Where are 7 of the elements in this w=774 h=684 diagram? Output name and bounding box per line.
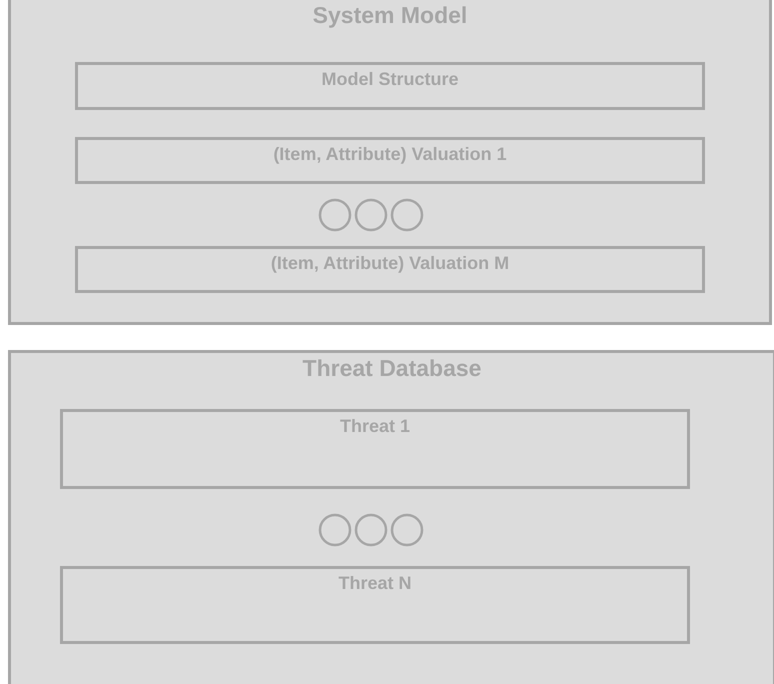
item-box bbox=[60, 566, 690, 644]
item-box bbox=[75, 62, 705, 110]
item-box bbox=[75, 246, 705, 293]
item-box bbox=[75, 137, 705, 184]
container-panel bbox=[8, 350, 774, 684]
item-box bbox=[60, 409, 690, 489]
container-panel bbox=[8, 0, 772, 325]
